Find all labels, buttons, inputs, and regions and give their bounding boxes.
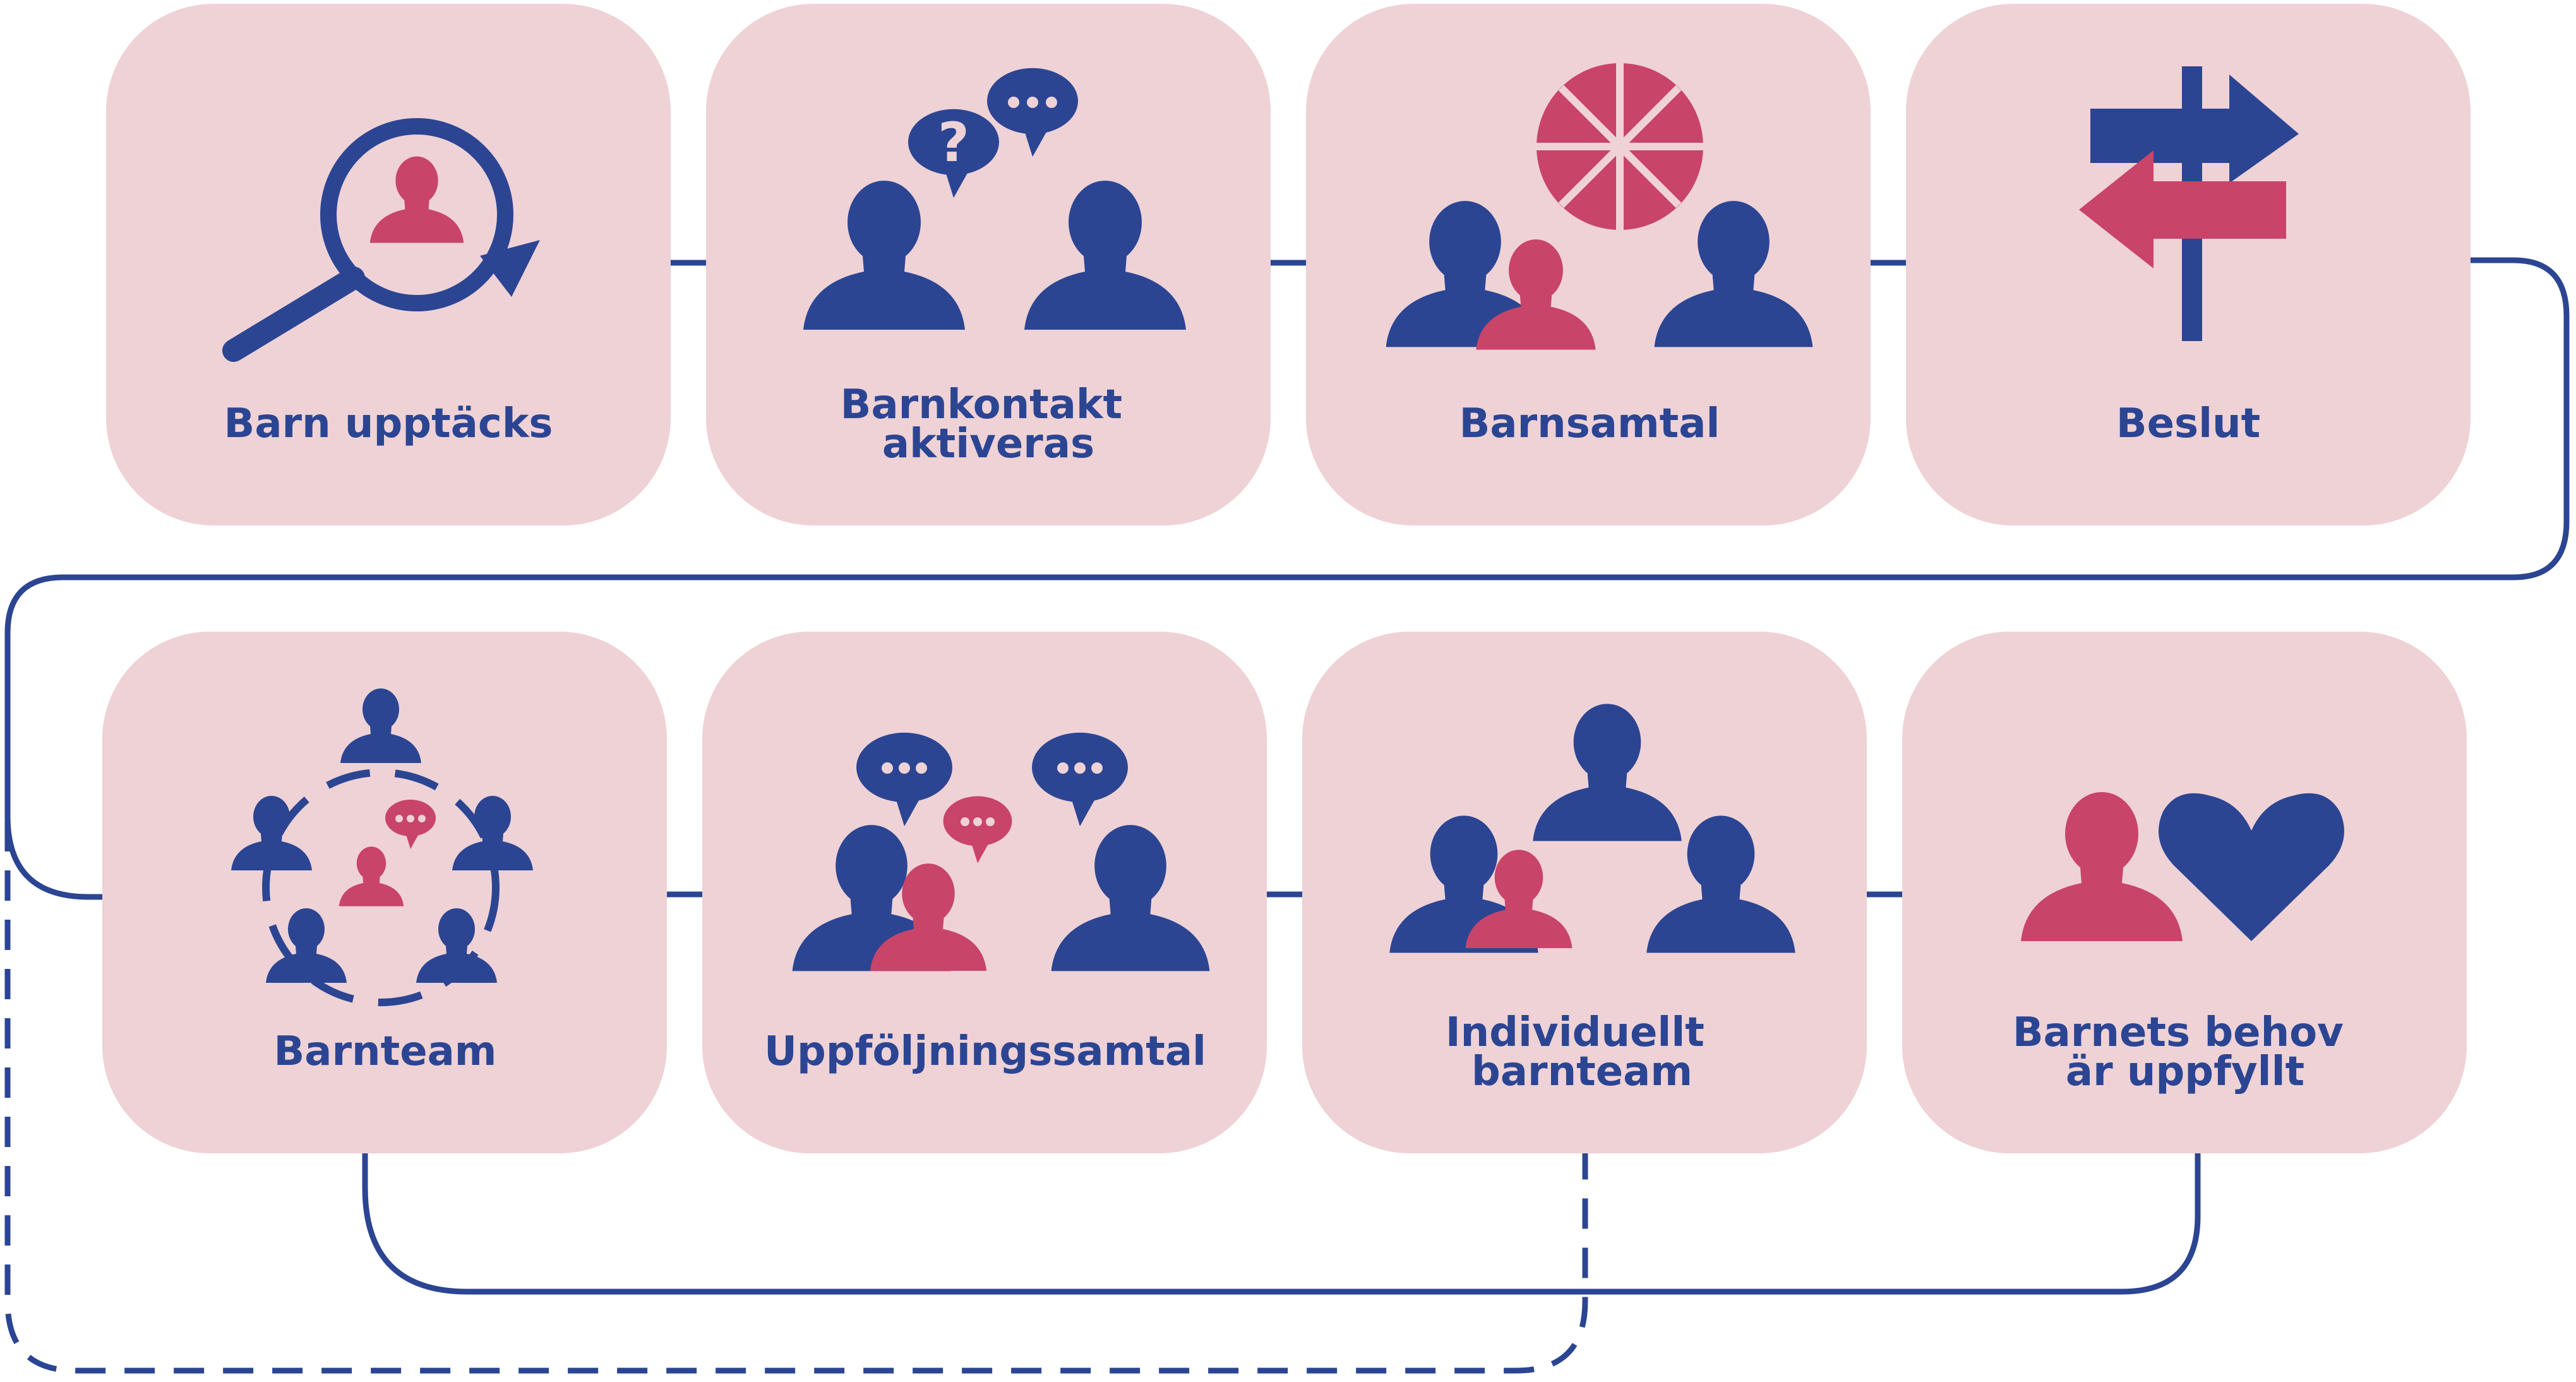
conversation-wheel-icon	[1386, 63, 1813, 350]
arrow-step5-step8	[362, 1119, 2222, 1295]
step-card-beslut[interactable]: Beslut	[1906, 4, 2471, 526]
step-label-barn-upptacks: Barn upptäcks	[224, 400, 553, 447]
team-circle-icon	[231, 688, 533, 1006]
signpost-icon	[2079, 66, 2299, 341]
magnifier-person-icon	[222, 118, 540, 362]
step-card-barn-upptacks[interactable]: Barn upptäcks	[106, 4, 671, 526]
person-heart-icon	[2021, 792, 2345, 941]
step-card-uppfoljningssamtal[interactable]: Uppföljningssamtal	[702, 632, 1267, 1153]
step-label-uppfoljningssamtal: Uppföljningssamtal	[764, 1028, 1206, 1075]
conversation-icon: ?	[803, 68, 1186, 330]
step-label-beslut: Beslut	[2116, 400, 2260, 447]
step-card-barnsamtal[interactable]: Barnsamtal	[1306, 4, 1871, 526]
step-label-barnkontakt-aktiveras: Barnkontakt aktiveras	[841, 382, 1137, 467]
step-card-barnkontakt-aktiveras[interactable]: ? Barnkontakt aktiveras	[706, 4, 1271, 526]
step-label-barnets-behov-ar-uppfyllt: Barnets behov är uppfyllt	[2013, 1009, 2357, 1095]
step-card-barnets-behov-ar-uppfyllt[interactable]: Barnets behov är uppfyllt	[1902, 632, 2467, 1153]
step-card-individuellt-barnteam[interactable]: Individuellt barnteam	[1302, 632, 1867, 1153]
step-card-barnteam[interactable]: Barnteam	[102, 632, 667, 1153]
follow-up-conversation-icon	[792, 732, 1210, 971]
step-label-barnsamtal: Barnsamtal	[1459, 400, 1720, 447]
svg-text:?: ?	[938, 111, 969, 174]
step-label-individuellt-barnteam: Individuellt barnteam	[1446, 1009, 1718, 1095]
step-label-barnteam: Barnteam	[274, 1028, 497, 1075]
